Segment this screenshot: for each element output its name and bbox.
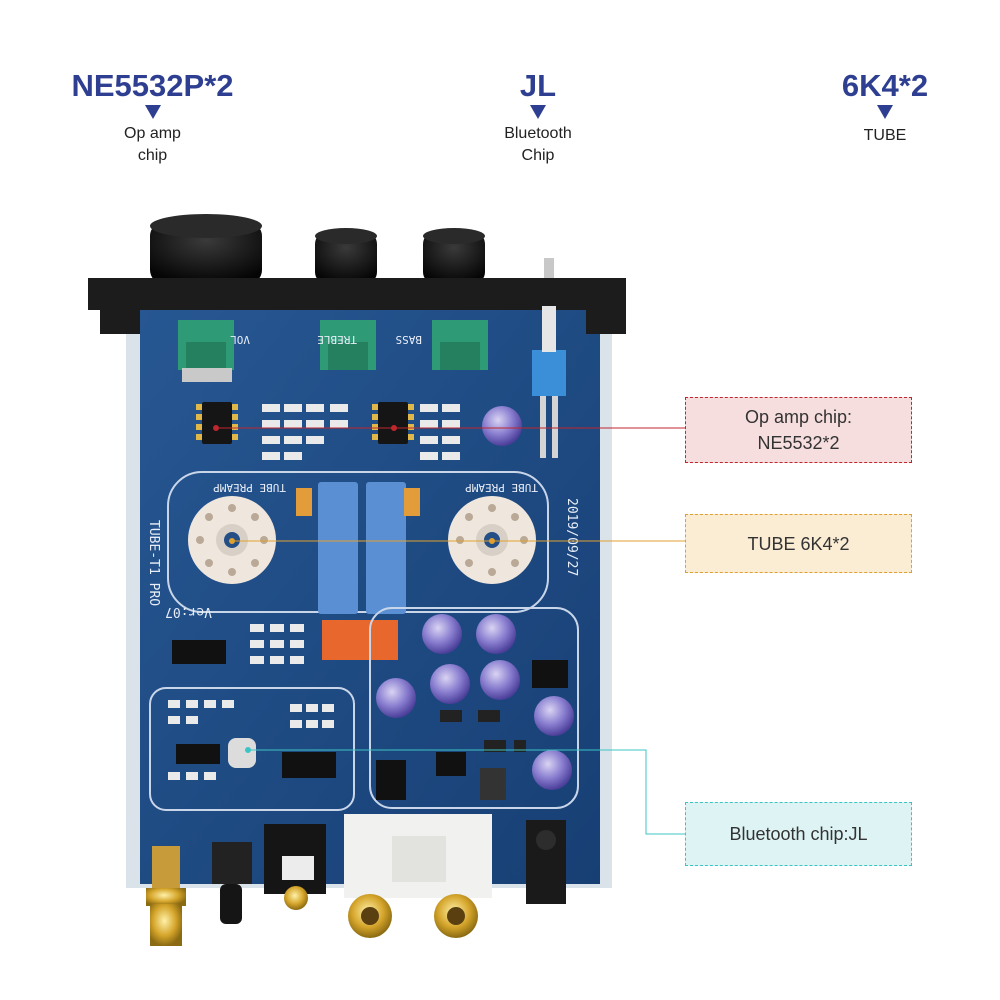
tube-top-label: 6K4*2 TUBE xyxy=(820,70,950,147)
relay xyxy=(322,620,398,660)
bass-silkscreen: BASS xyxy=(396,333,423,346)
tube-desc-line1: TUBE xyxy=(863,127,907,144)
opamp-callout-line2: NE5532*2 xyxy=(757,433,840,453)
aux-input-jack xyxy=(264,824,326,910)
opamp-desc-line2: chip xyxy=(137,147,168,164)
tube-preamp-right-label: TUBE PREAMP xyxy=(465,481,538,494)
bluetooth-callout-text: Bluetooth chip:JL xyxy=(729,824,868,844)
tube-callout: TUBE 6K4*2 xyxy=(685,514,912,573)
tube-title: 6K4*2 xyxy=(841,68,929,103)
treble-pot xyxy=(320,320,376,370)
bluetooth-section-outline xyxy=(149,687,355,811)
opamp-pointer-line xyxy=(213,425,686,431)
opamp-desc-line1: Op amp xyxy=(124,125,181,142)
tube-preamp-outline xyxy=(167,471,549,613)
volume-pot xyxy=(178,320,234,382)
opamp-title: NE5532P*2 xyxy=(71,68,234,103)
antenna-connector xyxy=(146,846,186,946)
version-silkscreen: Ver:07 xyxy=(165,604,212,619)
bluetooth-desc-line1: Bluetooth xyxy=(504,125,572,142)
film-capacitor-right xyxy=(366,482,406,614)
down-arrow-icon xyxy=(144,105,161,119)
opamp-top-label: NE5532P*2 Op amp chip xyxy=(60,70,245,167)
bluetooth-title: JL xyxy=(519,68,557,103)
model-silkscreen: TUBE-T1 PRO xyxy=(146,520,161,606)
opamp-desc: Op amp chip xyxy=(60,123,245,167)
push-button xyxy=(212,842,252,924)
ic-chip xyxy=(172,640,226,664)
front-panel xyxy=(88,278,626,310)
volume-knob xyxy=(150,222,262,284)
bass-pot xyxy=(432,320,488,370)
treble-silkscreen: TREBLE xyxy=(317,333,357,346)
dc-power-jack xyxy=(526,820,566,904)
smd-resistors xyxy=(262,404,460,460)
capacitor xyxy=(482,406,522,446)
down-arrow-icon xyxy=(877,105,893,119)
tube-callout-text: TUBE 6K4*2 xyxy=(747,533,850,554)
bluetooth-callout: Bluetooth chip:JL xyxy=(685,802,912,866)
rca-output-jacks xyxy=(344,814,492,938)
opamp-chip-right xyxy=(372,402,414,444)
tube-preamp-left-label: TUBE PREAMP xyxy=(213,481,286,494)
bluetooth-chip xyxy=(176,744,220,764)
vol-silkscreen: VOL xyxy=(230,333,250,346)
date-silkscreen: 2019/09/27 xyxy=(564,498,579,576)
tube-desc: TUBE xyxy=(820,125,950,147)
inductor xyxy=(480,768,506,800)
down-arrow-icon xyxy=(530,105,546,119)
opamp-chip-left xyxy=(196,402,238,444)
film-capacitor-left xyxy=(318,482,358,614)
opamp-callout: Op amp chip: NE5532*2 xyxy=(685,397,912,463)
bluetooth-desc: Bluetooth Chip xyxy=(478,123,598,167)
bluetooth-desc-line2: Chip xyxy=(521,147,555,164)
toggle-switch xyxy=(532,350,566,396)
bluetooth-pointer-line xyxy=(245,747,686,835)
opamp-callout-line1: Op amp chip: xyxy=(744,407,853,427)
power-switch-lever xyxy=(544,258,554,284)
tube-pointer-line xyxy=(229,538,686,544)
power-section-outline xyxy=(369,607,579,809)
treble-knob xyxy=(315,232,377,284)
bluetooth-top-label: JL Bluetooth Chip xyxy=(478,70,598,167)
bass-knob xyxy=(423,232,485,284)
